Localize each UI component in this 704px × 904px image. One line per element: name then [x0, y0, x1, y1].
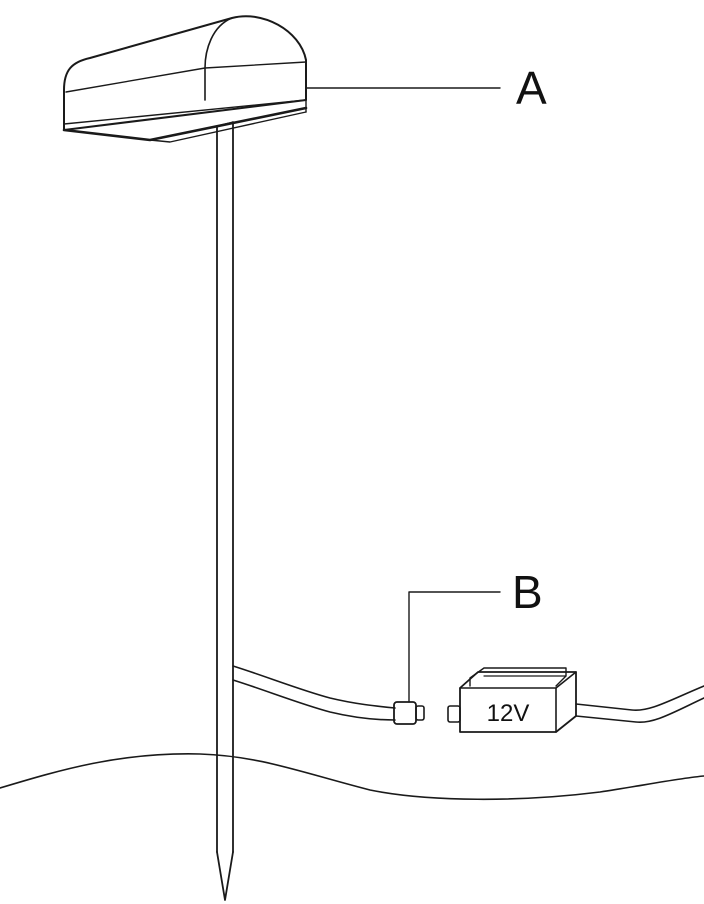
callout-b-label: B: [512, 566, 543, 618]
callout-a: A: [305, 62, 547, 114]
voltage-label: 12V: [487, 700, 530, 727]
callout-a-label: A: [516, 62, 547, 114]
cable-connector: [393, 701, 425, 725]
callout-b: B: [408, 566, 543, 703]
lamp-head: [62, 15, 308, 143]
ground-line: [0, 753, 704, 801]
mains-cable: [575, 685, 704, 723]
power-transformer: 12V: [447, 667, 577, 733]
ground-stake: [216, 121, 234, 901]
low-voltage-cable: [232, 665, 396, 721]
